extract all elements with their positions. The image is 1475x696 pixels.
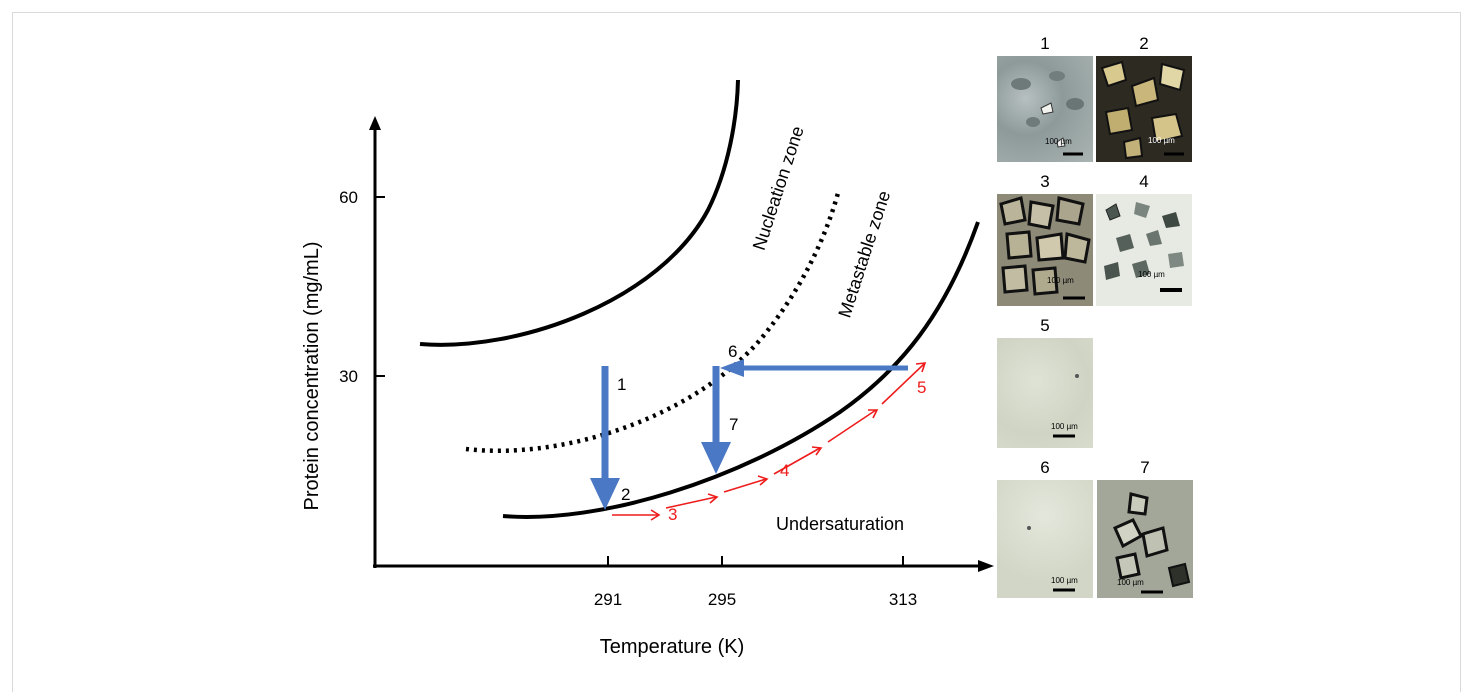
- micrograph-number: 5: [1040, 316, 1050, 335]
- micrograph-image: 100 µm: [997, 480, 1093, 598]
- y-tick-label-30: 30: [339, 367, 358, 386]
- scale-bar-label: 100 µm: [1138, 270, 1165, 279]
- blue-arrow-1-to-2: [590, 366, 620, 510]
- scale-bar-label: 100 µm: [1051, 422, 1078, 431]
- micrograph-number: 4: [1139, 172, 1149, 191]
- micrograph-panel-6: 6 100 µm: [997, 458, 1093, 598]
- scale-bar-label: 100 µm: [1051, 576, 1078, 585]
- y-axis-arrowhead: [369, 116, 381, 130]
- scale-bar-label: 100 µm: [1047, 276, 1074, 285]
- nucleation-zone-label: Nucleation zone: [749, 124, 808, 253]
- micrograph-number: 3: [1040, 172, 1050, 191]
- micrograph-image: 100 µm: [1097, 480, 1193, 598]
- micrograph-panel-2: 2 100 µm: [1096, 34, 1192, 162]
- path-label-7: 7: [729, 415, 738, 434]
- metastable-zone-label: Metastable zone: [834, 188, 894, 320]
- solubility-curve: [502, 221, 980, 519]
- micrograph-image: 100 µm: [1096, 56, 1192, 162]
- scale-bar-label: 100 µm: [1148, 136, 1175, 145]
- micrograph-panel-3: 3 100 µm: [997, 172, 1093, 306]
- y-axis-label: Protein concentration (mg/mL): [301, 241, 323, 510]
- micrograph-panel-7: 7 100 µm: [1097, 458, 1193, 598]
- micrograph-image: 100 µm: [997, 56, 1093, 162]
- x-tick-label-295: 295: [708, 590, 736, 609]
- micrograph-panel-1: 1 100 µm: [997, 34, 1093, 162]
- path-label-4: 4: [780, 461, 789, 480]
- blue-arrow-6-to-7: [701, 366, 731, 474]
- path-label-6: 6: [728, 342, 737, 361]
- micrograph-panel-4: 4 100 µm: [1096, 172, 1192, 306]
- undersaturation-label: Undersaturation: [776, 514, 904, 534]
- micrograph-number: 2: [1139, 34, 1149, 53]
- metastable-boundary-curve: [465, 192, 841, 454]
- micrograph-image: 100 µm: [997, 194, 1093, 306]
- path-label-3: 3: [668, 505, 677, 524]
- scale-bar-label: 100 µm: [1045, 137, 1072, 146]
- red-path-arrows: [612, 362, 927, 521]
- micrograph-number: 1: [1040, 34, 1050, 53]
- x-axis-arrowhead: [978, 560, 994, 572]
- scale-bar-label: 100 µm: [1117, 578, 1144, 587]
- path-label-1: 1: [617, 375, 626, 394]
- path-label-2: 2: [621, 485, 630, 504]
- blue-arrow-5-to-6: [720, 359, 908, 377]
- y-tick-label-60: 60: [339, 188, 358, 207]
- micrograph-image: 100 µm: [997, 338, 1093, 448]
- upper-nucleation-curve: [419, 79, 740, 347]
- micrograph-number: 6: [1040, 458, 1050, 477]
- x-axis-label: Temperature (K): [600, 636, 745, 658]
- micrograph-number: 7: [1140, 458, 1150, 477]
- x-tick-label-313: 313: [889, 590, 917, 609]
- figure-frame: [12, 12, 1461, 692]
- micrograph-panel-5: 5 100 µm: [997, 316, 1093, 448]
- path-label-5: 5: [917, 378, 926, 397]
- micrograph-image: 100 µm: [1096, 194, 1192, 306]
- x-tick-label-291: 291: [594, 590, 622, 609]
